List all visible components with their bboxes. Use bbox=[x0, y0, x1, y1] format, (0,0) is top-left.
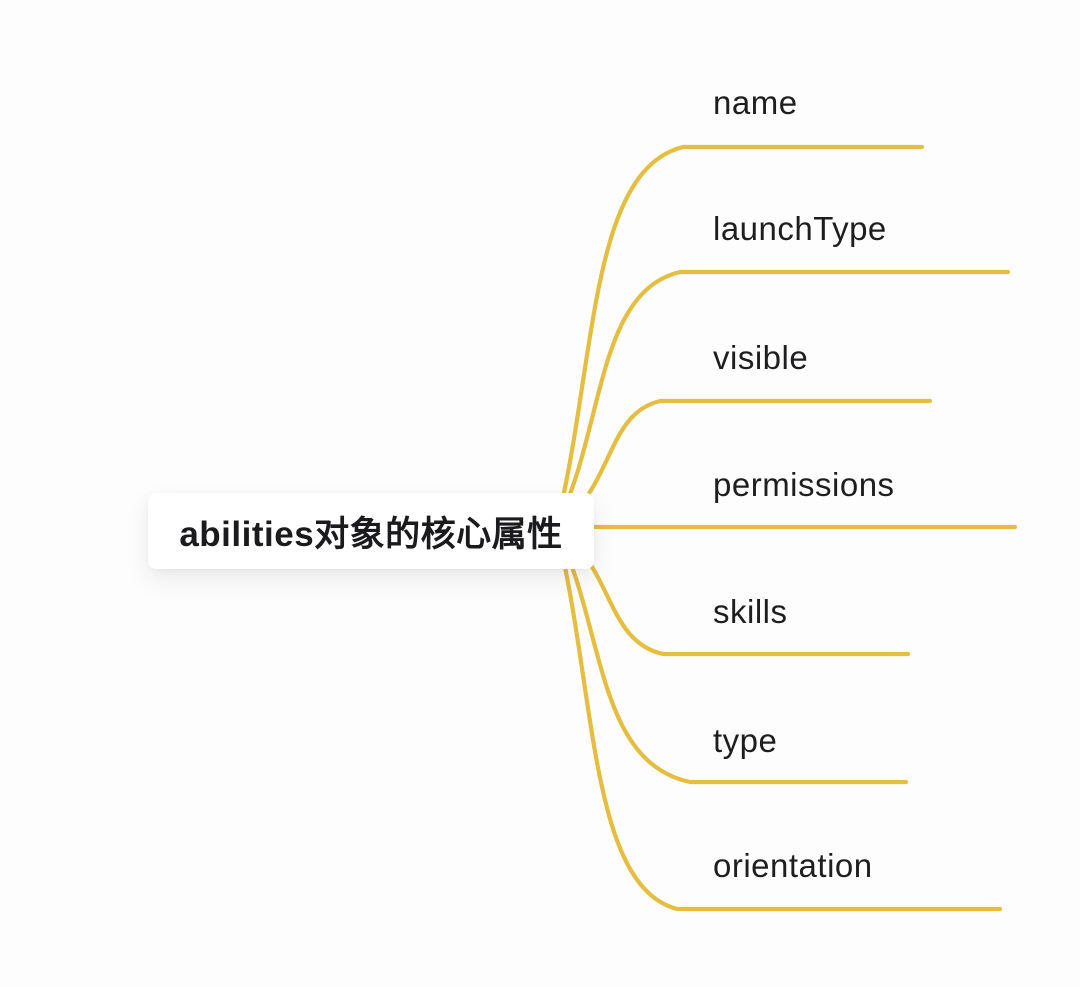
branch-node-type[interactable]: type bbox=[713, 722, 778, 759]
branch-line-type bbox=[555, 530, 909, 785]
branch-node-launchtype[interactable]: launchType bbox=[713, 210, 887, 247]
branch-node-skills[interactable]: skills bbox=[713, 593, 788, 630]
branch-line-name bbox=[555, 144, 925, 523]
branch-node-name[interactable]: name bbox=[713, 84, 798, 121]
branch-line-orientation bbox=[555, 532, 1003, 912]
branch-line-launchtype bbox=[555, 269, 1011, 525]
branch-node-orientation[interactable]: orientation bbox=[713, 847, 873, 884]
branch-node-visible[interactable]: visible bbox=[713, 339, 809, 376]
branch-line-visible bbox=[557, 398, 933, 527]
branch-node-permissions[interactable]: permissions bbox=[713, 466, 895, 503]
central-topic-node[interactable]: abilities对象的核心属性 bbox=[148, 493, 594, 569]
